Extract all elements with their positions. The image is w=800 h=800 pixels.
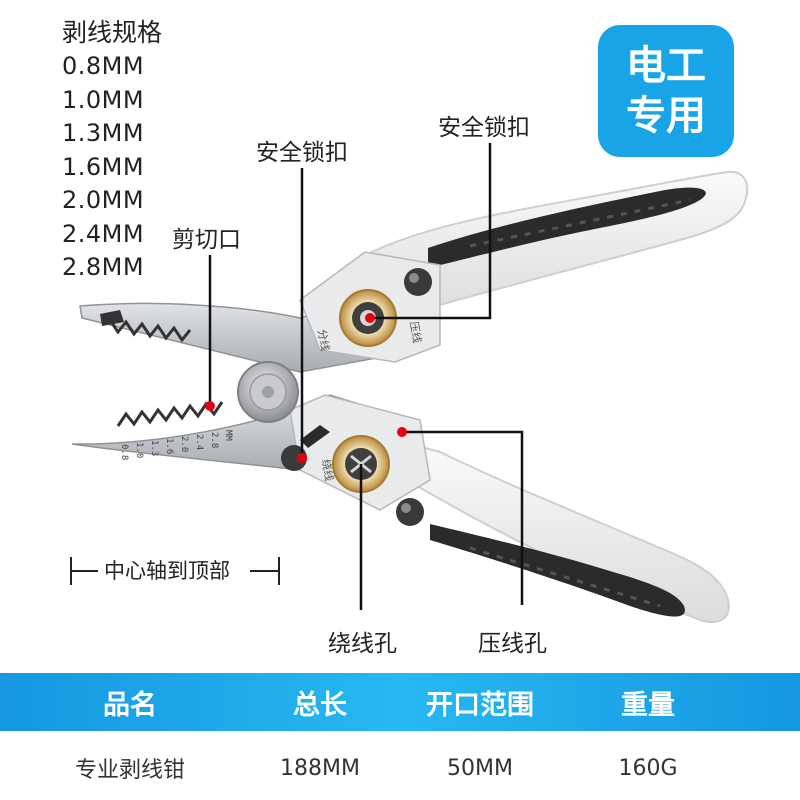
upper-handle xyxy=(358,170,749,320)
svg-text:MM: MM xyxy=(223,430,233,441)
header-opening-range: 开口范围 xyxy=(426,689,534,721)
header-total-length: 总长 xyxy=(293,689,347,721)
electrician-badge: 电工 专用 xyxy=(598,25,734,157)
dimension-line-right xyxy=(250,570,278,572)
center-axis-label: 中心轴到顶部 xyxy=(104,559,230,583)
blade-size-markings: 0.8 1.0 1.3 1.6 2.0 2.4 2.8 MM xyxy=(119,430,233,460)
dimension-tick-left xyxy=(70,557,72,585)
safety-lock-rivet xyxy=(281,445,307,471)
strip-spec-item: 2.0MM xyxy=(62,186,145,214)
callout-safety-lock-right: 安全锁扣 xyxy=(438,115,530,141)
svg-text:1.3: 1.3 xyxy=(149,440,159,456)
callout-winding-hole: 绕线孔 xyxy=(328,631,397,657)
center-axis-dimension: 中心轴到顶部 xyxy=(70,555,282,587)
svg-text:2.8: 2.8 xyxy=(209,432,219,448)
pivot-bolt xyxy=(237,361,299,423)
cell-weight: 160G xyxy=(618,755,678,781)
strip-spec-item: 1.0MM xyxy=(62,85,145,114)
svg-text:1.0: 1.0 xyxy=(134,442,144,458)
callout-markers xyxy=(205,313,407,463)
lower-mark: 绕线 xyxy=(319,458,337,482)
callout-cutting-edge: 剪切口 xyxy=(172,227,241,253)
strip-spec-list: 0.8MM 1.0MM 1.3MM 1.6MM 2.0MM 2.4MM 2.8M… xyxy=(62,50,162,285)
upper-grip xyxy=(428,187,706,268)
dimension-tick-right xyxy=(278,557,280,585)
strip-spec-item: 2.8MM xyxy=(62,253,145,281)
dimension-line-left xyxy=(72,570,98,572)
cell-product-name: 专业剥线钳 xyxy=(74,758,185,783)
strip-spec-title: 剥线规格 xyxy=(62,18,163,47)
header-weight: 重量 xyxy=(621,689,675,721)
callout-lines xyxy=(208,143,524,610)
wire-stripper-illustration: 0.8 1.0 1.3 1.6 2.0 2.4 2.8 MM 分线 压线 绕线 xyxy=(71,143,749,623)
svg-text:2.4: 2.4 xyxy=(194,434,204,450)
callout-safety-lock-left: 安全锁扣 xyxy=(256,140,348,166)
upper-right-mark: 压线 xyxy=(407,320,425,344)
badge-line-2: 专用 xyxy=(626,93,706,139)
upper-left-mark: 分线 xyxy=(315,328,333,352)
svg-text:0.8: 0.8 xyxy=(119,444,129,460)
strip-spec-block: 剥线规格 0.8MM 1.0MM 1.3MM 1.6MM 2.0MM 2.4MM… xyxy=(62,16,162,285)
strip-spec-item: 0.8MM xyxy=(62,52,145,80)
strip-spec-item: 2.4MM xyxy=(62,219,145,248)
svg-text:1.6: 1.6 xyxy=(164,438,174,454)
table-row: 专业剥线钳 188MM 50MM 160G xyxy=(0,742,800,794)
cell-total-length: 188MM xyxy=(280,755,360,781)
lower-handle xyxy=(388,438,730,623)
header-product-name: 品名 xyxy=(103,689,157,721)
strip-spec-item: 1.6MM xyxy=(62,152,145,181)
upper-rivet xyxy=(404,268,432,296)
lower-teeth xyxy=(116,401,224,427)
badge-line-1: 电工 xyxy=(626,43,706,89)
upper-teeth xyxy=(108,319,192,343)
spec-table-header: 品名 总长 开口范围 重量 xyxy=(0,673,800,731)
callout-crimping-hole: 压线孔 xyxy=(478,631,547,657)
svg-text:2.0: 2.0 xyxy=(179,436,189,452)
cell-opening-range: 50MM xyxy=(447,755,513,781)
strip-spec-item: 1.3MM xyxy=(62,119,145,147)
upper-head-plate: 分线 压线 xyxy=(299,251,441,363)
lower-cutter-slot xyxy=(300,425,330,448)
lower-rivet xyxy=(396,498,424,526)
